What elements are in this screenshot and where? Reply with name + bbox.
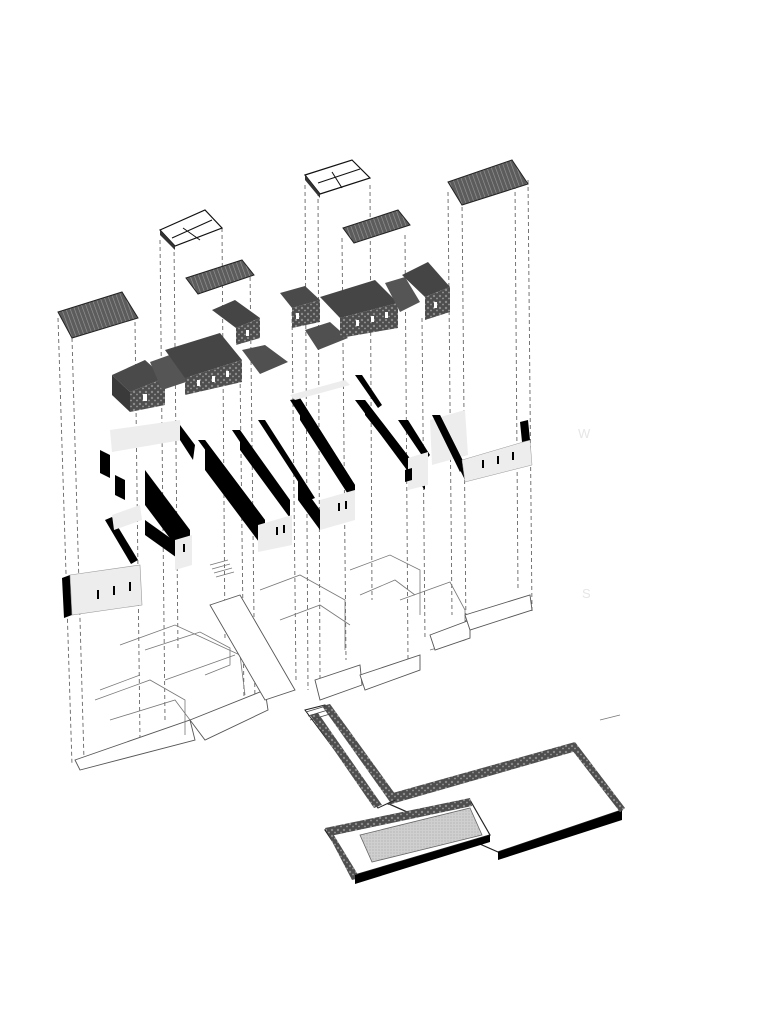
- walls-lower-layer: [62, 505, 180, 618]
- stone-base-platform: [304, 704, 625, 884]
- walls-upper-layer: [100, 375, 533, 570]
- stair-treads: [209, 559, 235, 578]
- left-house-cluster: [112, 300, 288, 412]
- roof-panel-b: [185, 259, 255, 295]
- faint-labels: W S: [578, 426, 592, 601]
- roof-panel-left: [57, 291, 139, 339]
- pitched-roof-volumes-layer: [112, 262, 450, 412]
- faint-label-lower: S: [582, 586, 592, 601]
- right-house-cluster: [280, 262, 450, 350]
- roof-panel-d: [342, 209, 411, 244]
- floor-plans-layer: [74, 554, 621, 771]
- faint-label-upper: W: [578, 426, 591, 441]
- roof-panel-right: [447, 159, 529, 206]
- entry-steps: [305, 705, 331, 721]
- roof-panels-layer: [57, 159, 529, 339]
